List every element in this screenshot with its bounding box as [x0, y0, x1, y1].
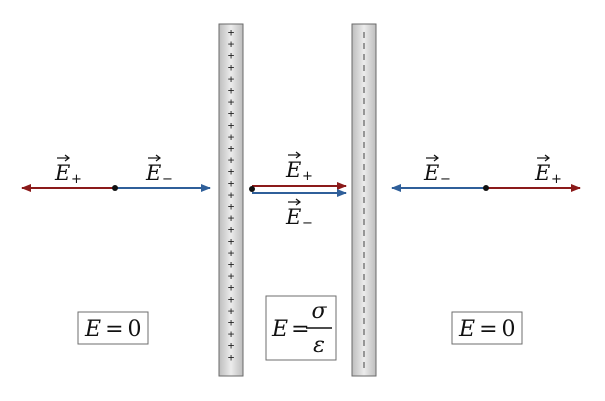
svg-text:E: E — [145, 161, 161, 185]
plus-sign: + — [228, 200, 235, 213]
svg-text:E: E — [285, 205, 301, 229]
svg-text:+: + — [302, 169, 313, 184]
positive-plate: +++++++++++++++++++++++++++++ — [218, 23, 244, 377]
right-equation: E=0 — [451, 311, 523, 345]
right-e-plus-label: E + — [534, 154, 562, 187]
negative-plate — [351, 23, 377, 377]
middle-region-vectors: E + E − — [249, 151, 347, 231]
middle-equation: E= σ ε — [265, 295, 337, 361]
plus-sign: + — [228, 281, 235, 294]
positive-plate-signs: +++++++++++++++++++++++++++++ — [228, 26, 235, 364]
plus-sign: + — [228, 304, 235, 317]
right-point — [483, 185, 489, 191]
plus-sign: + — [228, 49, 235, 62]
plus-sign: + — [228, 339, 235, 352]
plus-sign: + — [228, 246, 235, 259]
middle-e-minus-label: E − — [285, 198, 313, 231]
plus-sign: + — [228, 38, 235, 51]
plus-sign: + — [228, 258, 235, 271]
svg-text:−: − — [302, 216, 313, 231]
plus-sign: + — [228, 130, 235, 143]
left-equation: E=0 — [77, 311, 149, 345]
svg-text:E: E — [285, 158, 301, 182]
svg-text:+: + — [551, 172, 562, 187]
plus-sign: + — [228, 328, 235, 341]
plus-sign: + — [228, 223, 235, 236]
plus-sign: + — [228, 107, 235, 120]
plus-sign: + — [228, 177, 235, 190]
svg-text:E: E — [54, 161, 70, 185]
plus-sign: + — [228, 142, 235, 155]
svg-text:E=0: E=0 — [84, 317, 142, 342]
svg-text:−: − — [440, 172, 451, 187]
svg-text:E: E — [534, 161, 550, 185]
svg-text:E: E — [423, 161, 439, 185]
plus-sign: + — [228, 270, 235, 283]
plus-sign: + — [228, 165, 235, 178]
plus-sign: + — [228, 293, 235, 306]
right-region-vectors: E − E + — [391, 154, 581, 192]
middle-e-plus-label: E + — [285, 151, 313, 184]
middle-point — [249, 186, 255, 192]
left-point — [112, 185, 118, 191]
plus-sign: + — [228, 212, 235, 225]
svg-text:E=0: E=0 — [458, 317, 516, 342]
epsilon-symbol: ε — [313, 333, 325, 358]
plus-sign: + — [228, 61, 235, 74]
plus-sign: + — [228, 154, 235, 167]
plus-sign: + — [228, 316, 235, 329]
plus-sign: + — [228, 96, 235, 109]
plus-sign: + — [228, 84, 235, 97]
right-e-minus-label: E − — [423, 154, 451, 187]
svg-text:−: − — [162, 172, 173, 187]
plus-sign: + — [228, 72, 235, 85]
plus-sign: + — [228, 26, 235, 39]
plus-sign: + — [228, 119, 235, 132]
svg-text:+: + — [71, 172, 82, 187]
plus-sign: + — [228, 188, 235, 201]
left-region-vectors: E + E − — [21, 154, 211, 192]
svg-text:E=: E= — [271, 317, 310, 342]
plus-sign: + — [228, 235, 235, 248]
sigma-symbol: σ — [311, 299, 327, 324]
plus-sign: + — [228, 351, 235, 364]
left-e-minus-label: E − — [145, 154, 173, 187]
left-e-plus-label: E + — [54, 154, 82, 187]
